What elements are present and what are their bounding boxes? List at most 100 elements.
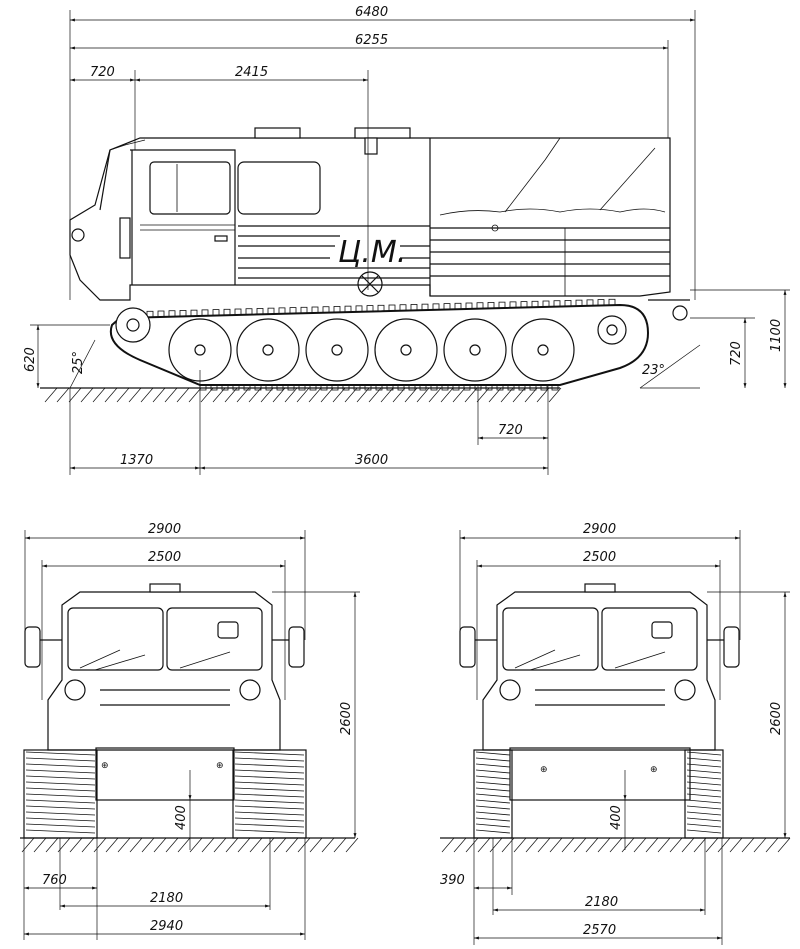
track-tread — [686, 751, 722, 756]
dim-front-overhang: 720 — [90, 65, 115, 80]
hatch-line — [645, 837, 659, 853]
road-wheel — [305, 318, 369, 382]
hatch-line — [69, 837, 83, 853]
dim-height-a: 2600 — [339, 702, 354, 735]
tracks — [23, 749, 307, 839]
track-link — [553, 300, 561, 308]
hatch-line — [284, 387, 298, 403]
track-link — [322, 306, 330, 314]
hatch-line — [80, 387, 94, 403]
track-link — [443, 303, 451, 310]
dim-body-width-b: 2500 — [583, 550, 616, 565]
track-link — [355, 305, 363, 313]
track-outline — [109, 303, 650, 386]
track-tread — [25, 823, 96, 828]
track-tread — [686, 793, 722, 798]
hatch-line — [56, 387, 70, 403]
track-tread — [475, 805, 511, 810]
front-view-b: ⊕ ⊕ 2900 2500 2600 400 390 — [440, 522, 791, 945]
track-tread — [234, 799, 305, 804]
side-dimensions: 6480 6255 720 2415 1370 3600 720 620 25°… — [23, 5, 790, 475]
dim-track-outer-b: 2570 — [583, 923, 616, 938]
dim-overall-width-b: 2900 — [583, 522, 616, 537]
track-tread — [25, 805, 96, 810]
track-tread — [234, 817, 305, 822]
track-link — [531, 300, 539, 308]
track-link — [298, 384, 306, 391]
track-tread — [234, 787, 305, 792]
track-link — [518, 384, 526, 391]
track-link — [551, 384, 559, 391]
hatch-line — [177, 837, 191, 853]
svg-text:⊕: ⊕ — [101, 761, 109, 771]
dim-total-height-side: 1100 — [769, 319, 784, 352]
hatch-line — [188, 387, 202, 403]
cargo-body — [429, 137, 670, 296]
road-wheel — [511, 318, 575, 382]
track-link — [267, 307, 275, 315]
hatch-line — [717, 837, 731, 853]
dim-departure-angle: 23° — [642, 363, 665, 378]
track-tread — [25, 793, 96, 798]
track-tread — [686, 763, 722, 768]
track-tread — [475, 775, 511, 780]
lower-hull — [95, 747, 235, 801]
dim-approach-angle: 25° — [71, 351, 86, 374]
headlight-left — [499, 679, 521, 701]
track-link — [520, 301, 528, 308]
track-link — [265, 384, 273, 391]
track-tread — [475, 787, 511, 792]
ground-hatch — [441, 837, 791, 853]
headlight-right — [239, 679, 261, 701]
track-link — [311, 306, 319, 314]
dim-gauge-b: 2180 — [585, 895, 618, 910]
dim-track-width-b: 390 — [440, 873, 465, 888]
hatch-line — [116, 387, 130, 403]
hatch-line — [153, 837, 167, 853]
wheel-hub — [262, 344, 274, 356]
hatch-line — [176, 387, 190, 403]
track-tread — [475, 823, 511, 828]
track-link — [223, 308, 231, 316]
hatch-line — [104, 387, 118, 403]
wheel-hub — [537, 344, 549, 356]
hatch-line — [585, 837, 599, 853]
dim-front-to-axle: 1370 — [120, 453, 153, 468]
track-side — [684, 749, 724, 839]
hatch-line — [537, 837, 551, 853]
track-link — [430, 384, 438, 391]
track-link — [410, 304, 418, 311]
road-wheel — [374, 318, 438, 382]
track-link — [485, 384, 493, 391]
track-tread — [234, 805, 305, 810]
logo-text: Ц.М. — [338, 235, 406, 270]
track-link — [254, 384, 262, 391]
hatch-line — [513, 837, 527, 853]
track-tread — [25, 757, 96, 762]
road-wheel — [443, 318, 507, 382]
track-tread — [234, 781, 305, 786]
track-link — [212, 309, 220, 316]
track-link — [399, 304, 407, 312]
track-side — [232, 749, 307, 839]
track-link — [487, 302, 495, 309]
svg-text:⊕: ⊕ — [216, 761, 224, 771]
track-tread — [234, 769, 305, 774]
track-tread — [234, 751, 305, 756]
hatch-line — [140, 387, 154, 403]
track-tread — [475, 811, 511, 816]
hatch-line — [428, 387, 442, 403]
hatch-line — [561, 837, 575, 853]
svg-text:⊕: ⊕ — [650, 765, 658, 775]
track-link — [210, 384, 218, 391]
vehicle-body — [69, 137, 671, 301]
roof-hatch-2 — [354, 127, 411, 139]
track-link — [179, 310, 187, 317]
windshield-left — [502, 607, 599, 671]
hatch-line — [633, 837, 647, 853]
drive-sprocket — [115, 307, 151, 343]
track-link — [168, 310, 176, 318]
track-tread — [25, 799, 96, 804]
hatch-line — [45, 837, 59, 853]
